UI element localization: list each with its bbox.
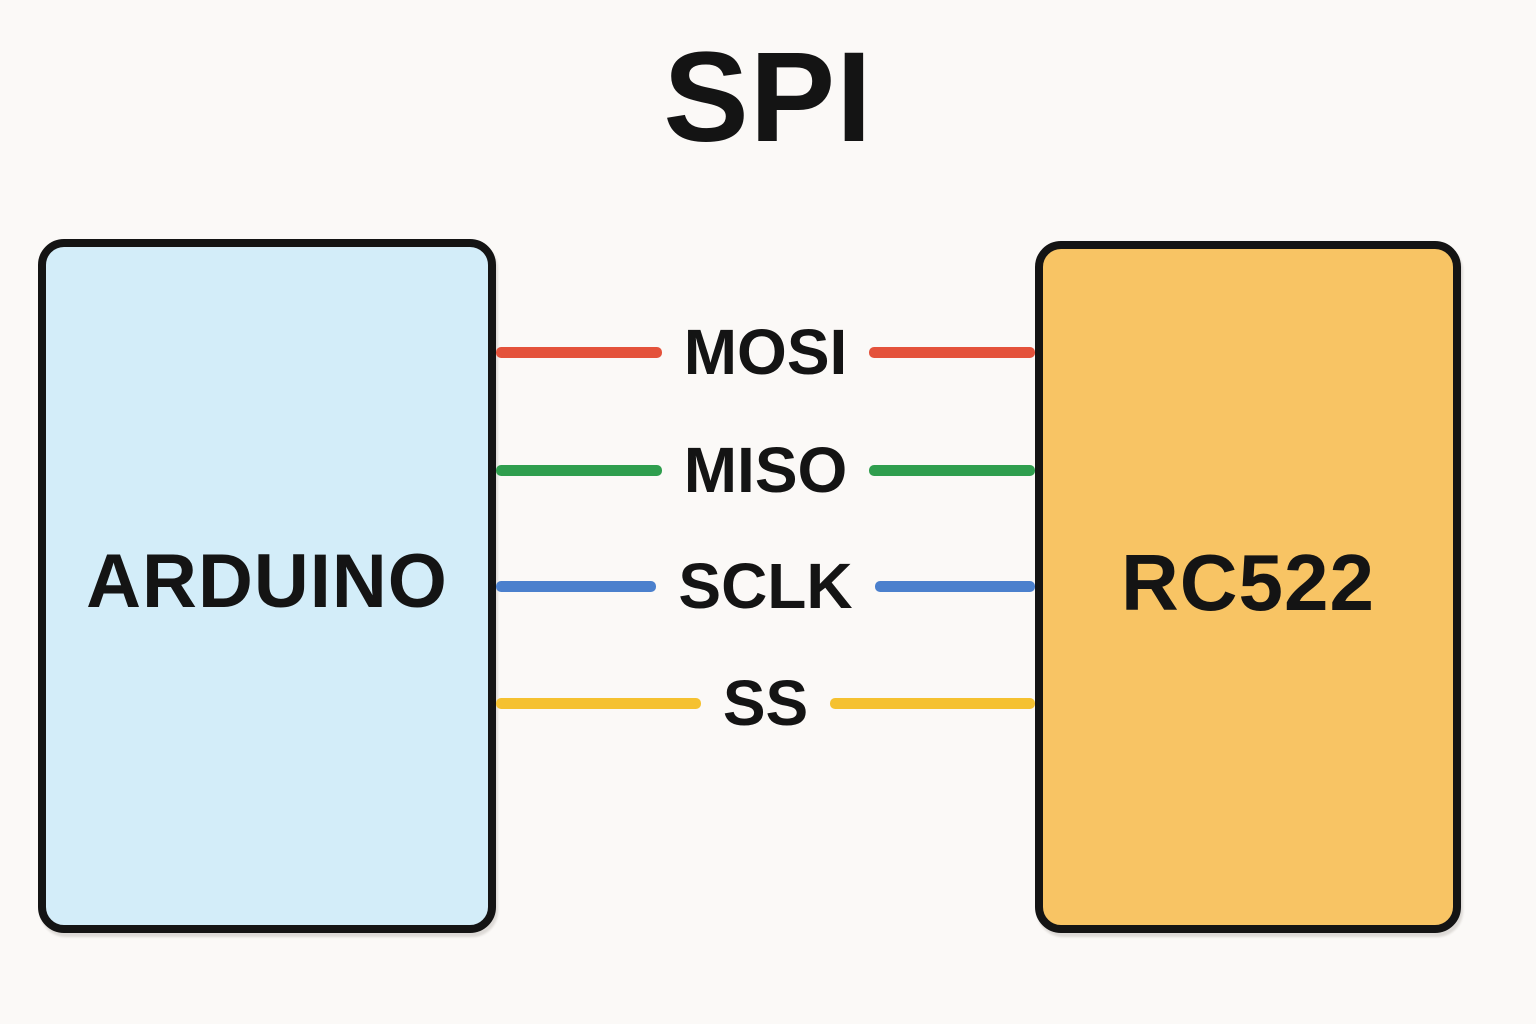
diagram-title: SPI xyxy=(663,26,873,169)
wire-row-miso: MISO xyxy=(496,434,1035,506)
wire-line-left xyxy=(496,346,662,358)
wire-line-left xyxy=(496,464,662,476)
wire-line-left xyxy=(496,580,657,592)
wire-row-sclk: SCLK xyxy=(496,550,1035,622)
wire-label: MISO xyxy=(683,434,848,506)
arduino-label: ARDUINO xyxy=(86,539,448,624)
wire-line-right xyxy=(830,697,1035,709)
wire-line-right xyxy=(869,464,1035,476)
wire-row-ss: SS xyxy=(496,667,1035,739)
rc522-box: RC522 xyxy=(1035,241,1461,933)
wire-label: SS xyxy=(722,667,809,739)
arduino-box: ARDUINO xyxy=(38,239,496,933)
wire-row-mosi: MOSI xyxy=(496,316,1035,388)
wire-line-right xyxy=(874,580,1035,592)
wire-label: MOSI xyxy=(683,316,848,388)
rc522-label: RC522 xyxy=(1120,538,1376,627)
wire-line-right xyxy=(869,346,1035,358)
wire-group: MOSI MISO SCLK SS xyxy=(496,0,1035,1024)
wire-label: SCLK xyxy=(678,550,853,622)
wire-line-left xyxy=(496,697,701,709)
